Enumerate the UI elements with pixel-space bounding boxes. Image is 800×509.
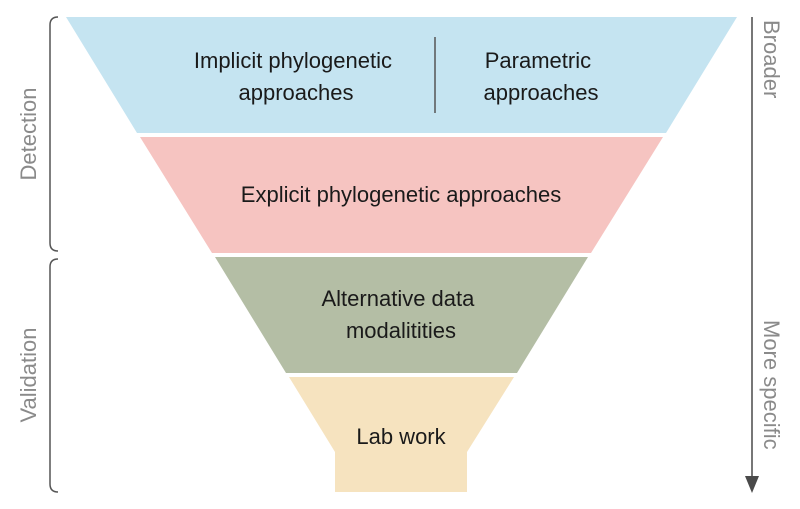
lab-work-line-1: Lab work bbox=[356, 424, 446, 449]
alternative-data-line-1: Alternative data bbox=[322, 286, 476, 311]
parametric-approaches-line-1: Parametric bbox=[485, 48, 591, 73]
implicit-approaches-line-1: Implicit phylogenetic bbox=[194, 48, 392, 73]
detection-label: Detection bbox=[16, 88, 41, 181]
funnel-level-explicit bbox=[140, 137, 663, 253]
funnel-level-lab-work bbox=[289, 377, 514, 492]
validation-label: Validation bbox=[16, 328, 41, 423]
implicit-approaches-label: Implicit phylogenetic approaches bbox=[194, 48, 398, 105]
alternative-data-label: Alternative data modalitities bbox=[322, 286, 481, 343]
alternative-data-line-2: modalitities bbox=[346, 318, 456, 343]
parametric-approaches-line-2: approaches bbox=[484, 80, 599, 105]
explicit-approaches-label: Explicit phylogenetic approaches bbox=[241, 182, 561, 207]
explicit-approaches-line-1: Explicit phylogenetic approaches bbox=[241, 182, 561, 207]
broader-label: Broader bbox=[759, 20, 784, 98]
implicit-approaches-line-2: approaches bbox=[239, 80, 354, 105]
funnel-level-alternative-data bbox=[215, 257, 588, 373]
lab-work-label: Lab work bbox=[356, 424, 446, 449]
detection-bracket bbox=[49, 16, 59, 252]
parametric-approaches-label: Parametric approaches bbox=[484, 48, 599, 105]
funnel-level-implicit-parametric bbox=[66, 17, 737, 133]
more-specific-label: More specific bbox=[759, 320, 784, 450]
arrow-down-icon bbox=[745, 476, 759, 493]
validation-bracket bbox=[49, 258, 59, 493]
